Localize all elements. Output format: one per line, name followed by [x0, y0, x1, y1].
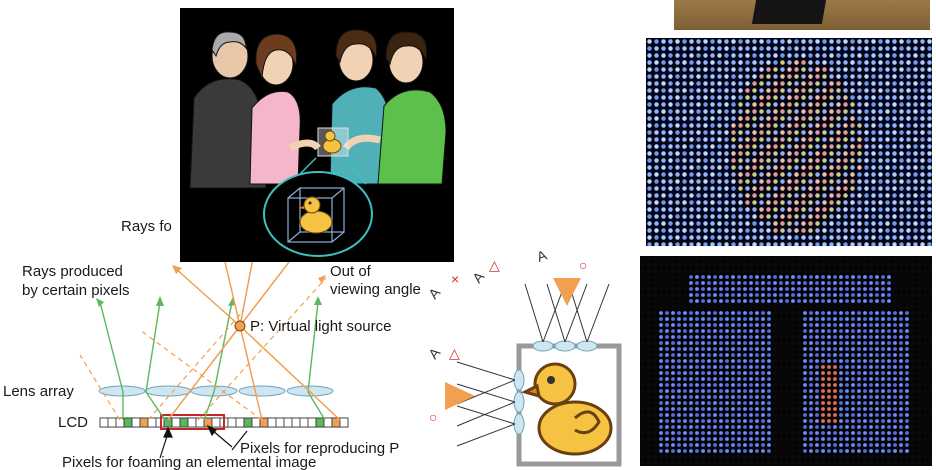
lcd-pixel: [299, 417, 309, 428]
lens: [238, 385, 286, 397]
orange-arrowhead: [172, 265, 182, 274]
virtual-light-source-point: [234, 320, 246, 332]
label-rays-produced-line1: Rays produced: [22, 263, 123, 280]
photo-led-cube: [640, 256, 932, 466]
lens-duck-schematic: A A A A △ ○ × △ ○: [425, 246, 622, 467]
label-rays-produced-line2: by certain pixels: [22, 282, 130, 299]
left-rays: [456, 361, 516, 447]
lcd-pixel: [267, 417, 277, 428]
green-rays: [99, 301, 326, 421]
photo-led-display: [646, 38, 932, 246]
lcd-pixel: [211, 417, 221, 428]
label-out-of-line2: viewing angle: [330, 281, 421, 298]
lcd-pixel: [179, 417, 189, 428]
top-lenses: [532, 340, 598, 352]
lcd-bar: [99, 414, 349, 430]
lcd-pixel: [291, 417, 301, 428]
left-triangle: [445, 382, 475, 410]
lcd-pixel: [315, 417, 325, 428]
mark-eye-3: A: [535, 246, 550, 264]
lcd-pixel: [283, 417, 293, 428]
led-cube-image: [641, 257, 932, 465]
pointer-arrows: [159, 424, 248, 459]
mark-eye-4: A: [425, 344, 444, 362]
mark-circle-1: ○: [579, 257, 587, 273]
duck-drawing: [520, 362, 613, 456]
mark-circle-2: ○: [429, 409, 437, 425]
lcd-pixel: [227, 417, 237, 428]
label-pixels-reproducing: Pixels for reproducing P: [240, 440, 400, 457]
mark-triangle-1: △: [489, 257, 500, 273]
orange-dashed-rays: [79, 277, 327, 421]
lcd-pixel: [307, 417, 317, 428]
label-virtual-light-source: P: Virtual light source: [250, 318, 392, 335]
lcd-pixel: [235, 417, 245, 428]
lens: [144, 385, 192, 397]
lens-array: [98, 385, 334, 397]
label-rays-top: Rays fo: [121, 218, 172, 235]
lcd-pixel: [131, 417, 141, 428]
label-pixels-foaming: Pixels for foaming an elemental image: [62, 454, 317, 470]
label-out-of-line1: Out of: [330, 263, 371, 280]
label-lens-array: Lens array: [3, 383, 74, 400]
mark-cross: ×: [451, 271, 459, 287]
lcd-pixel: [187, 417, 197, 428]
lcd-pixel: [99, 417, 109, 428]
lcd-pixel: [275, 417, 285, 428]
lcd-pixel: [139, 417, 149, 428]
mark-eye-2: A: [469, 268, 488, 286]
orange-arrowhead-right: [318, 275, 326, 284]
lcd-pixel: [171, 417, 181, 428]
lcd-pixel: [123, 417, 133, 428]
label-lcd: LCD: [58, 414, 89, 431]
top-triangle: [553, 278, 581, 306]
mark-eye-1: A: [425, 284, 444, 302]
lcd-pixel: [251, 417, 261, 428]
lcd-pixel: [243, 417, 253, 428]
lcd-pixel: [339, 417, 349, 428]
optics-diagram: [79, 231, 349, 459]
left-lenses: [513, 369, 525, 435]
cartoon-panel: [180, 8, 454, 262]
cartoon-people-duck-image: [189, 29, 447, 257]
lcd-pixel: [107, 417, 117, 428]
lcd-pixel: [195, 417, 205, 428]
led-pattern-image: [647, 39, 932, 246]
green-arrowheads: [96, 296, 322, 307]
mark-triangle-2: △: [449, 345, 460, 361]
photo-wooden-box: [674, 0, 930, 30]
